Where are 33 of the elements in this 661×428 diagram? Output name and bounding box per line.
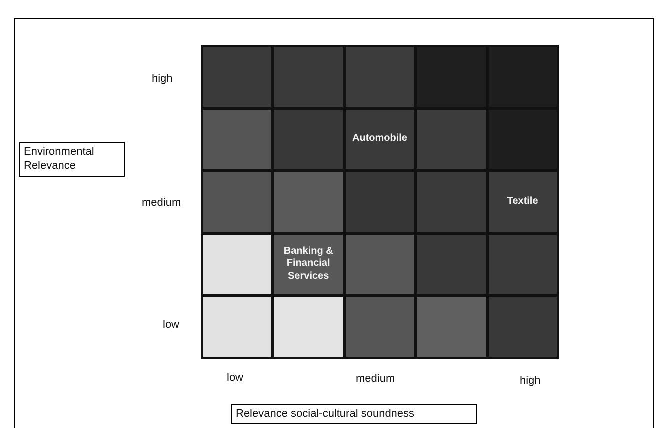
matrix-cell [488, 172, 557, 232]
matrix-cell [346, 110, 414, 170]
axis-title: Relevance social-cultural soundness [231, 404, 477, 424]
matrix-cell [417, 110, 486, 170]
matrix-cell [488, 234, 557, 294]
matrix-cell [203, 172, 272, 232]
sector-label: Banking & Financial Services [282, 246, 334, 284]
matrix-cell [346, 47, 414, 107]
matrix-cell [203, 110, 272, 170]
matrix-cell [203, 297, 272, 357]
axis-tick-label: low [227, 372, 244, 384]
axis-tick-label: medium [142, 197, 182, 209]
axis-title: Environmental Relevance [19, 142, 125, 177]
matrix-cell [417, 297, 486, 357]
axis-tick-label: high [520, 375, 541, 387]
matrix-cell [274, 234, 343, 294]
matrix-cell [203, 47, 272, 107]
matrix-cell [488, 297, 557, 357]
matrix-cell [346, 234, 414, 294]
sector-label: Textile [506, 196, 540, 208]
matrix-cell [274, 297, 343, 357]
matrix-cell [417, 234, 486, 294]
matrix-cell [346, 297, 414, 357]
sector-label: Automobile [351, 133, 408, 146]
matrix-cell [346, 172, 414, 232]
matrix-cell [274, 110, 343, 170]
matrix-cell [274, 47, 343, 107]
matrix-cell [417, 172, 486, 232]
matrix-cell [203, 234, 272, 294]
axis-tick-label: low [163, 319, 180, 331]
axis-tick-label: high [152, 73, 173, 85]
axis-tick-label: medium [356, 373, 396, 385]
matrix-cell [274, 172, 343, 232]
